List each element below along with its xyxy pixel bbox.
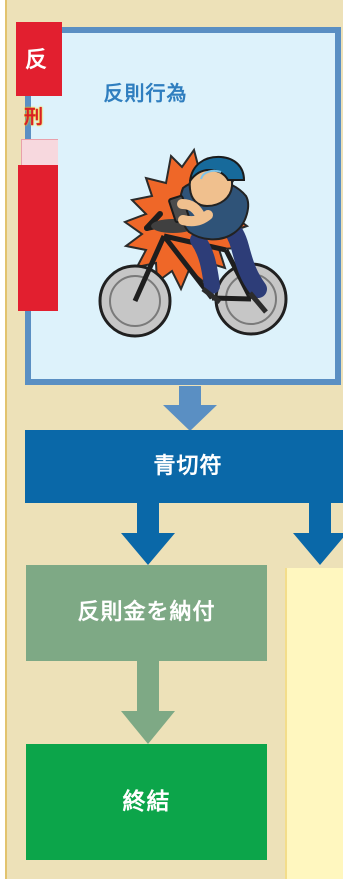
- right-branch-lower-red-box: [18, 165, 58, 311]
- pay-fine-box: 反則金を納付: [26, 565, 267, 661]
- violation-title: 反則行為: [103, 81, 188, 105]
- arrow-down-icon: [293, 503, 343, 565]
- end-box: 終結: [26, 744, 267, 860]
- right-branch-panel: [285, 568, 343, 879]
- right-branch-red-box: [16, 22, 62, 96]
- cyclist-phone-icon: [98, 147, 288, 338]
- right-branch-label: 反: [25, 48, 48, 73]
- right-branch-note: 刑: [24, 106, 44, 128]
- arrow-down-icon: [163, 386, 217, 431]
- arrow-down-icon: [121, 503, 175, 565]
- violation-box: 反則行為: [25, 27, 341, 385]
- blue-ticket-band: 青切符: [25, 430, 343, 503]
- arrow-down-icon: [121, 661, 175, 744]
